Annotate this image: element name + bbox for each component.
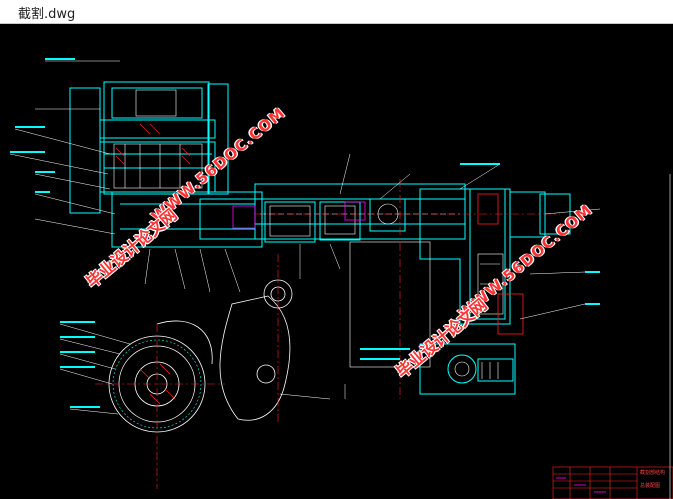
leader-lines-right <box>339 153 601 320</box>
arm-magenta-parts <box>232 201 366 229</box>
motor-gear-hatch <box>115 123 191 165</box>
annotation-bars-right <box>360 163 600 360</box>
gear-section-view <box>108 320 213 433</box>
gearbox-body <box>111 191 263 248</box>
title-block <box>552 466 673 499</box>
lower-motor-detail <box>454 361 499 379</box>
center-lines <box>95 179 560 489</box>
motor-housing <box>69 81 229 214</box>
leader-lines-left <box>9 60 131 415</box>
drum-red-outline <box>477 193 524 335</box>
title-block-marks <box>556 477 606 493</box>
cutting-arm <box>254 183 466 243</box>
annotation-bars-left <box>10 58 100 408</box>
lever-section <box>219 279 293 421</box>
lower-motor <box>419 343 516 395</box>
cad-drawing <box>9 58 673 499</box>
gear-red-hatch <box>139 363 176 405</box>
drum-housing <box>419 188 571 325</box>
drawing-canvas[interactable]: 截割部结构 总装配图 WWW.56DOC.COM 毕业设计论文网 WWW.56D… <box>0 24 673 499</box>
drum-housing-detail <box>349 241 504 368</box>
window-titlebar: 截割.dwg <box>0 0 673 24</box>
window-title: 截割.dwg <box>18 7 76 22</box>
title-block-label-top: 截割部结构 <box>640 470 666 476</box>
leader-lines-bottom <box>144 243 346 400</box>
title-block-label-bottom: 总装配图 <box>640 483 661 489</box>
motor-housing-detail <box>113 89 203 189</box>
